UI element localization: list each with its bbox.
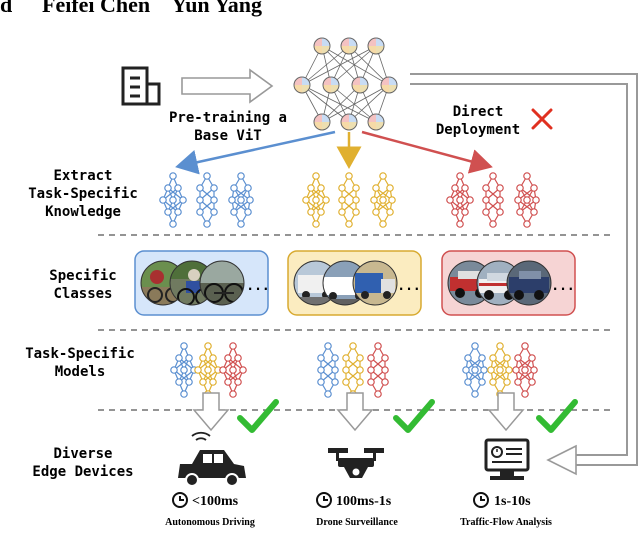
check-icon-3 xyxy=(536,399,578,433)
class-box-red-ellipsis: ... xyxy=(551,279,574,294)
base-vit-network xyxy=(293,37,398,131)
extract-network xyxy=(338,172,360,228)
check-icon-1 xyxy=(237,399,279,433)
class-box-blue: ... xyxy=(134,250,270,316)
device-name-3: Traffic-Flow Analysis xyxy=(460,517,552,528)
extract-network xyxy=(228,172,254,228)
base-vit-node xyxy=(351,76,369,94)
latency-2: 100ms-1s xyxy=(336,494,392,509)
header-left-fragment: d xyxy=(0,0,12,17)
extract-label-line2: Task-Specific xyxy=(28,186,138,202)
classes-label-line2: Classes xyxy=(53,286,112,302)
class-box-red: ... xyxy=(441,250,576,316)
devices-label-line1: Diverse xyxy=(53,446,112,462)
latency-3: 1s-10s xyxy=(494,494,531,509)
extract-network xyxy=(514,172,540,228)
car-icon xyxy=(178,431,246,487)
down-arrow-2 xyxy=(336,392,374,432)
extract-network xyxy=(159,172,187,228)
device-name-1: Autonomous Driving xyxy=(165,517,255,528)
devices-label-line2: Edge Devices xyxy=(32,464,133,480)
arrow-blue xyxy=(175,130,336,175)
extract-label-line1: Extract xyxy=(53,168,112,184)
task-model-network xyxy=(367,342,389,398)
down-arrow-1 xyxy=(192,392,230,432)
building-icon xyxy=(121,66,161,106)
header-authors-fragment: Feifei Chen Yun Yang xyxy=(42,0,262,17)
task-model-network xyxy=(462,342,488,398)
models-label-line2: Models xyxy=(55,364,106,380)
task-model-network xyxy=(317,342,339,398)
base-vit-node xyxy=(313,37,331,55)
drone-icon xyxy=(328,448,384,478)
base-vit-node xyxy=(293,76,311,94)
down-arrow-3 xyxy=(487,392,525,432)
class-box-yellow-ellipsis: ... xyxy=(397,279,420,294)
base-vit-node xyxy=(340,37,358,55)
extract-network xyxy=(370,172,396,228)
clock-icon-3 xyxy=(473,492,489,508)
direct-deployment-line1: Direct xyxy=(453,104,504,120)
models-label-line1: Task-Specific xyxy=(25,346,135,362)
arrow-red xyxy=(361,130,493,174)
task-model-network xyxy=(219,342,247,398)
base-vit-node xyxy=(367,37,385,55)
base-vit-node xyxy=(380,76,398,94)
direct-deployment-arrowhead xyxy=(546,444,577,476)
pretrain-arrow xyxy=(181,68,274,104)
direct-deployment-line2: Deployment xyxy=(436,122,520,138)
extract-network xyxy=(446,172,474,228)
base-vit-node xyxy=(322,76,340,94)
latency-1: <100ms xyxy=(192,494,239,509)
device-name-2: Drone Surveillance xyxy=(316,517,398,528)
task-model-network xyxy=(342,342,364,398)
check-icon-2 xyxy=(393,399,435,433)
task-model-network xyxy=(512,342,538,398)
task-model-network xyxy=(487,342,513,398)
base-vit-node xyxy=(340,113,358,131)
class-box-blue-ellipsis: ... xyxy=(246,279,269,294)
extract-network xyxy=(196,172,218,228)
extract-network xyxy=(302,172,330,228)
extract-label-line3: Knowledge xyxy=(45,204,121,220)
pretrain-label-line1: Pre-training a xyxy=(169,110,287,126)
classes-label-line1: Specific xyxy=(49,268,116,284)
task-model-network xyxy=(194,342,222,398)
task-networks xyxy=(159,172,540,398)
pretrain-label-line2: Base ViT xyxy=(194,128,261,144)
monitor-icon xyxy=(484,438,530,480)
class-box-yellow: ... xyxy=(287,250,422,316)
clock-icon-2 xyxy=(316,492,332,508)
task-model-network xyxy=(170,342,198,398)
base-vit-node xyxy=(367,113,385,131)
cross-icon xyxy=(531,108,553,130)
extract-network xyxy=(482,172,504,228)
clock-icon-1 xyxy=(172,492,188,508)
base-vit-node xyxy=(313,113,331,131)
